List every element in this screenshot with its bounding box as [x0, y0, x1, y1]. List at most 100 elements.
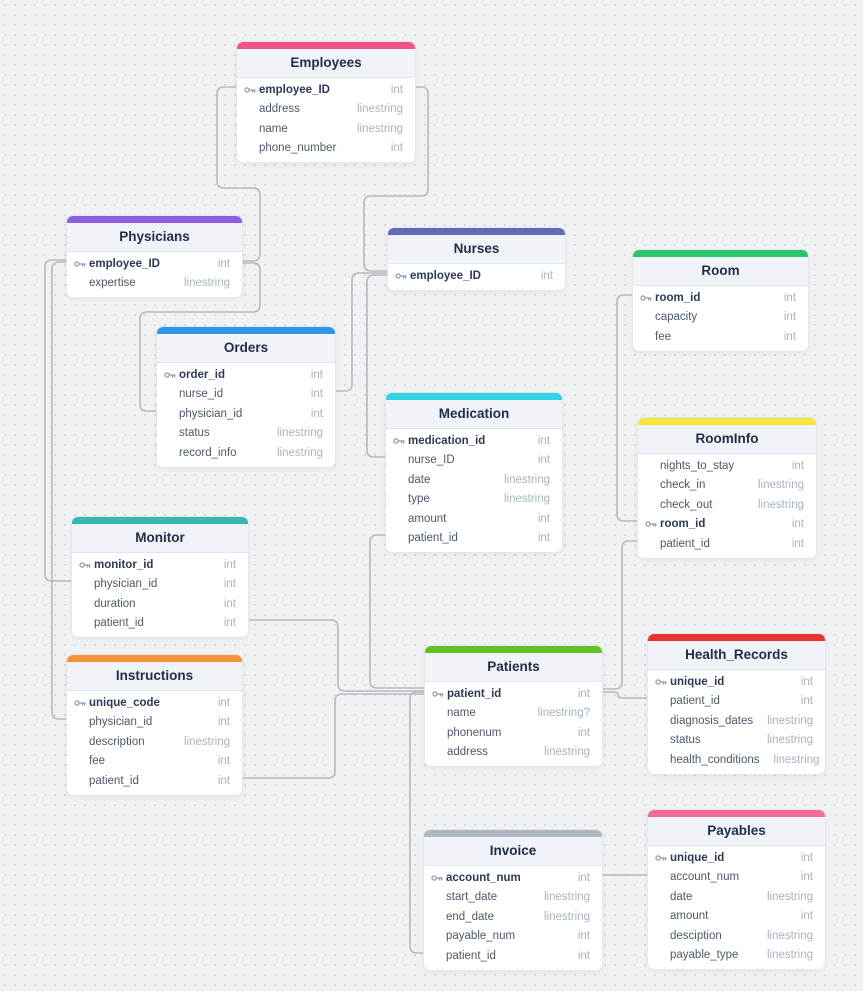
- entity-color-bar: [424, 830, 602, 837]
- field-name: health_conditions: [670, 753, 760, 766]
- field-type: int: [537, 454, 550, 467]
- field-name: nights_to_stay: [660, 459, 735, 472]
- entity-title: Instructions: [67, 662, 242, 691]
- field-row[interactable]: patient_id int: [386, 529, 562, 549]
- field-type: int: [791, 459, 804, 472]
- field-name: amount: [408, 512, 447, 525]
- field-type: int: [537, 532, 550, 545]
- entity-color-bar: [157, 327, 335, 334]
- entity-color-bar: [633, 250, 808, 257]
- field-type: int: [223, 578, 236, 591]
- field-name: desciption: [670, 929, 722, 942]
- entity-color-bar: [386, 393, 562, 400]
- field-type: linestring: [183, 735, 230, 748]
- entity-title: Room: [633, 257, 808, 286]
- primary-key-icon: [74, 697, 86, 709]
- entity-title: Invoice: [424, 837, 602, 866]
- field-name: date: [670, 890, 693, 903]
- field-name: duration: [94, 597, 136, 610]
- entity-title: Physicians: [67, 223, 242, 252]
- field-name: patient_id: [408, 532, 458, 545]
- field-type: linestring: [766, 929, 813, 942]
- relationship-line: [616, 294, 639, 522]
- field-row[interactable]: nights_to_stay int: [638, 456, 816, 476]
- entity-color-bar: [388, 228, 565, 235]
- field-type: linestring: [766, 949, 813, 962]
- primary-key-icon: [655, 676, 667, 688]
- field-row[interactable]: desciption linestring: [648, 926, 825, 946]
- field-type: int: [800, 851, 813, 864]
